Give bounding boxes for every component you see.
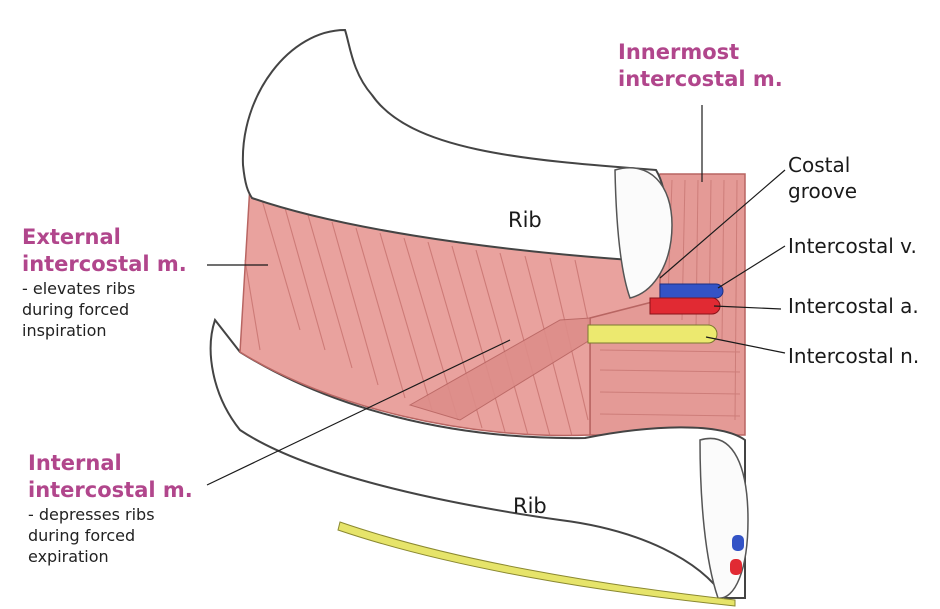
internal-intercostal-label: Internal intercostal m. - depresses ribs… bbox=[28, 450, 193, 567]
lower-rib-label: Rib bbox=[513, 494, 547, 518]
intercostal-vein-label: Intercostal v. bbox=[788, 234, 917, 258]
vein-leader-line bbox=[717, 245, 786, 289]
intercostal-nerve-label: Intercostal n. bbox=[788, 344, 920, 368]
upper-rib bbox=[241, 28, 668, 264]
internal-label-line1: Internal bbox=[28, 451, 122, 475]
external-note-line3: inspiration bbox=[22, 321, 107, 340]
internal-note-line3: expiration bbox=[28, 547, 109, 566]
innermost-intercostal-label: Innermost intercostal m. bbox=[618, 39, 783, 93]
intercostal-artery-vessel bbox=[649, 297, 721, 315]
external-note-line2: during forced bbox=[22, 300, 130, 319]
lower-rib-nerve-strip bbox=[337, 521, 736, 607]
external-muscle-fibers bbox=[244, 199, 591, 437]
lower-rib bbox=[209, 317, 746, 599]
costal-groove-line1: Costal bbox=[788, 153, 851, 177]
intercostal-nerve-vessel bbox=[587, 324, 718, 344]
costal-groove-label: Costal groove bbox=[788, 152, 857, 204]
intercostal-vein-vessel bbox=[659, 283, 724, 299]
external-note-line1: - elevates ribs bbox=[22, 279, 136, 298]
external-intercostal-label: External intercostal m. - elevates ribs … bbox=[22, 224, 187, 341]
artery-leader-line bbox=[713, 305, 782, 310]
nerve-leader-line bbox=[705, 336, 786, 354]
internal-leader-line bbox=[206, 339, 511, 486]
leader-lines bbox=[206, 105, 786, 486]
lower-vein-stub bbox=[732, 535, 744, 551]
innermost-label-line1: Innermost bbox=[618, 40, 740, 64]
upper-rib-label: Rib bbox=[508, 208, 542, 232]
lower-rib-cut-end bbox=[699, 437, 749, 599]
lower-artery-stub bbox=[730, 559, 742, 575]
internal-note-line1: - depresses ribs bbox=[28, 505, 155, 524]
external-label-line1: External bbox=[22, 225, 121, 249]
upper-rib-cut-end bbox=[614, 167, 673, 299]
costal-groove-leader-line bbox=[659, 169, 786, 279]
internal-label-line2: intercostal m. bbox=[28, 478, 193, 502]
internal-note-line2: during forced bbox=[28, 526, 136, 545]
external-label-line2: intercostal m. bbox=[22, 252, 187, 276]
costal-groove-line2: groove bbox=[788, 179, 858, 203]
intercostal-artery-label: Intercostal a. bbox=[788, 294, 919, 318]
innermost-label-line2: intercostal m. bbox=[618, 67, 783, 91]
